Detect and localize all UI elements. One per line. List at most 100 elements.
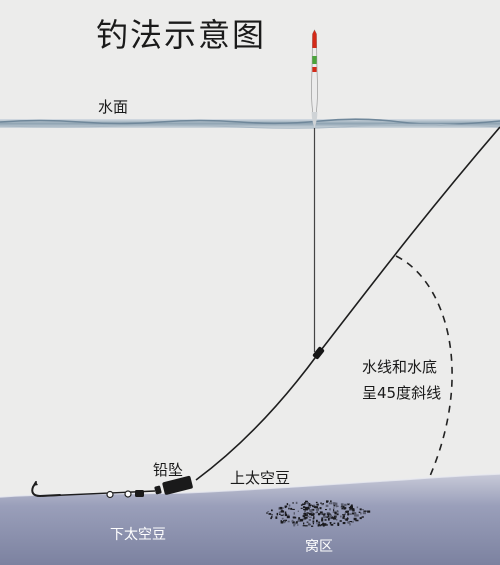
bait-particle — [316, 503, 319, 506]
bait-particle — [354, 513, 356, 516]
bait-particle — [327, 514, 330, 517]
bait-particle — [303, 508, 307, 511]
bait-particle — [362, 512, 366, 515]
bait-particle — [352, 509, 355, 512]
bait-particle — [284, 513, 287, 517]
bait-particle — [312, 522, 314, 525]
bait-particle — [329, 522, 332, 525]
bait-particle — [290, 507, 293, 510]
bait-particle — [293, 512, 295, 515]
bait-particle — [333, 510, 337, 513]
bait-particle — [333, 515, 335, 518]
bait-particle — [323, 514, 325, 517]
bait-particle — [322, 522, 325, 524]
bait-particle — [353, 517, 357, 521]
bait-particle — [317, 513, 321, 516]
bait-particle — [341, 506, 345, 509]
bait-particle — [334, 502, 338, 506]
bait-particle — [296, 524, 299, 526]
bait-particle — [326, 512, 330, 515]
bait-particle — [302, 517, 305, 521]
bait-particle — [303, 522, 305, 525]
bait-particle — [292, 508, 295, 510]
angle-arc — [395, 255, 453, 477]
bait-particle — [334, 515, 337, 518]
float-tip-red — [312, 30, 317, 48]
bait-particle — [266, 512, 268, 514]
bait-particle — [337, 523, 340, 526]
bait-particle — [342, 514, 346, 516]
bait-particle — [350, 521, 354, 523]
bait-particle — [306, 515, 309, 518]
bait-particle — [333, 509, 335, 512]
bait-particle — [293, 523, 296, 527]
bait-particle — [323, 523, 327, 526]
bait-particle — [271, 509, 273, 512]
bait-particle — [349, 523, 351, 526]
bait-particle — [318, 522, 320, 524]
bait-particle — [304, 510, 306, 513]
bait-particle — [334, 512, 337, 515]
bait-particle — [280, 521, 284, 524]
main-line — [195, 126, 500, 481]
bait-particle — [284, 511, 287, 514]
bait-particle — [341, 506, 343, 510]
bait-particle — [309, 516, 312, 518]
bait-particle — [302, 525, 306, 527]
bait-particle — [298, 517, 301, 520]
bait-particle — [336, 513, 339, 516]
bait-particle — [304, 525, 308, 527]
bait-particle — [336, 519, 338, 521]
bait-particle — [319, 524, 322, 527]
bait-particle — [315, 508, 319, 511]
lower-space-bean — [135, 490, 144, 497]
bait-particle — [304, 502, 306, 505]
bait-particle — [361, 516, 364, 518]
bait-particle — [307, 503, 309, 505]
bait-nest-label: 窝区 — [305, 539, 333, 555]
water-surface — [0, 118, 500, 129]
bait-particle — [311, 511, 314, 513]
bait-particle — [330, 523, 334, 526]
bait-particle — [271, 516, 273, 518]
bait-particle — [346, 510, 349, 513]
bait-particle — [321, 519, 324, 522]
bait-nest-area — [266, 500, 371, 527]
bait-particle — [312, 513, 314, 516]
bait-particle — [367, 510, 371, 513]
bait-particle — [304, 514, 308, 517]
bait-particle — [302, 515, 306, 518]
bait-particle — [308, 519, 311, 521]
bait-particle — [356, 506, 359, 509]
bait-particle — [322, 503, 324, 505]
sinker — [162, 475, 193, 495]
bait-particle — [336, 505, 339, 507]
bait-particle — [355, 514, 359, 517]
bait-particle — [316, 511, 319, 513]
bait-particle — [320, 502, 322, 504]
bait-particle — [288, 507, 290, 510]
bait-particle — [284, 505, 288, 508]
bait-particle — [283, 520, 286, 524]
bait-particle — [331, 517, 333, 519]
bait-particle — [318, 523, 320, 527]
bait-particle — [280, 520, 283, 522]
bait-particle — [312, 520, 315, 523]
bait-particle — [348, 521, 352, 522]
bait-particle — [270, 517, 272, 520]
bait-particle — [309, 513, 312, 516]
bait-particle — [313, 513, 315, 516]
bait-particle — [302, 503, 305, 506]
bait-particle — [278, 511, 281, 514]
float-band-green — [312, 56, 317, 64]
hook — [31, 481, 61, 498]
bait-particle — [321, 512, 324, 515]
bait-particle — [324, 519, 327, 521]
bait-particle — [346, 521, 349, 523]
bait-particle — [325, 509, 327, 511]
bait-particle — [292, 521, 295, 524]
bait-particle — [305, 506, 307, 510]
water-surface-label: 水面 — [98, 98, 129, 116]
bait-particle — [309, 509, 313, 512]
bait-particle — [342, 515, 345, 518]
